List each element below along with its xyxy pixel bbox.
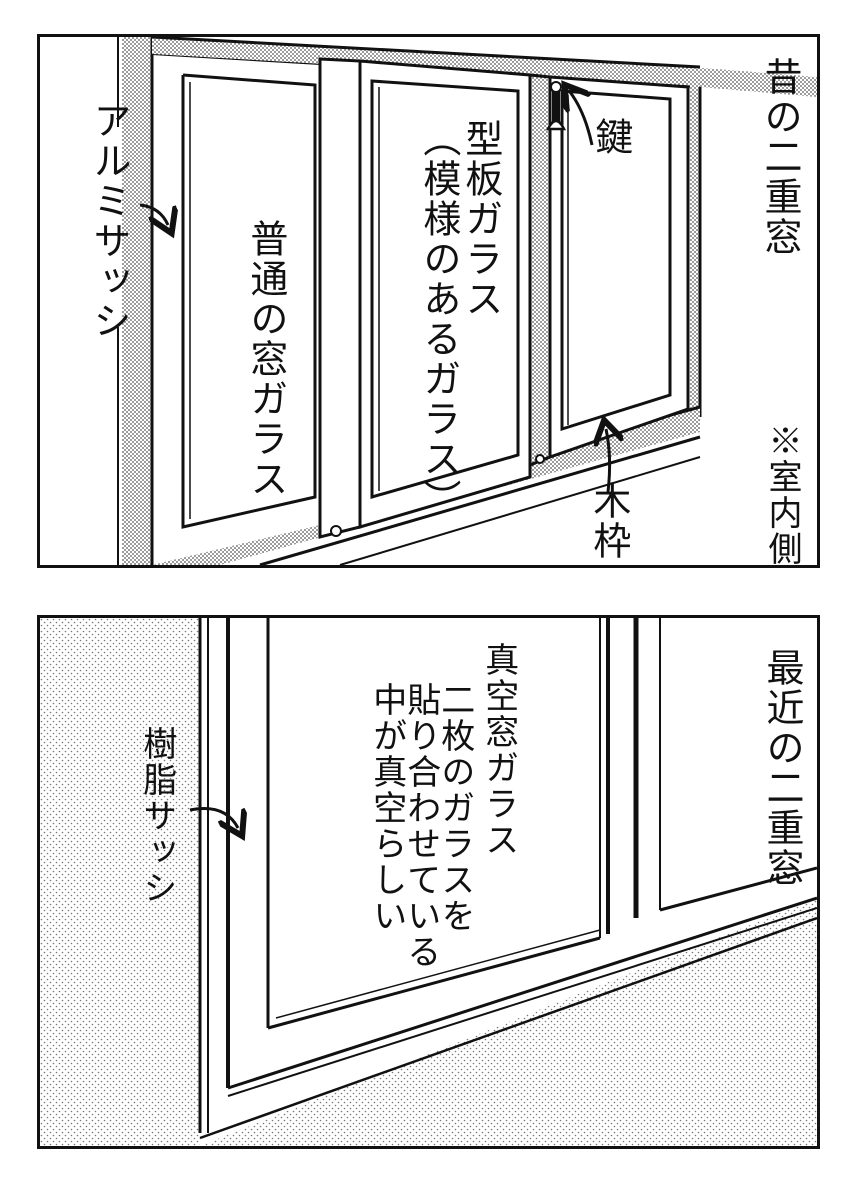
label-wood-frame: 木枠 xyxy=(586,481,631,561)
label-patterned-glass-desc: （模様のあるガラス） xyxy=(416,119,461,519)
panel-old-double-window: 昔の二重窓 ※室内側 アルミサッシ 普通の窓ガラス 型板ガラス （模様のあるガラ… xyxy=(37,34,820,568)
vacuum-desc-line1: 二枚のガラスを xyxy=(434,682,475,934)
panel-title: 昔の二重窓 xyxy=(758,57,802,257)
panel-recent-double-window: 最近の二重窓 樹脂サッシ 真空窓ガラス 二枚のガラスを 貼り合わせている 中が真… xyxy=(37,615,820,1149)
lock-icon xyxy=(545,81,567,131)
panel-title: 最近の二重窓 xyxy=(760,648,804,888)
label-aluminum-sash: アルミサッシ xyxy=(86,101,131,341)
recent-window-illustration xyxy=(40,618,817,1146)
label-lock: 鍵 xyxy=(588,117,633,157)
indoor-side-note: ※室内側 xyxy=(762,423,802,567)
vacuum-desc-line2: 貼り合わせている xyxy=(400,682,441,970)
label-regular-glass: 普通の窓ガラス xyxy=(243,219,288,499)
label-vacuum-glass: 真空窓ガラス xyxy=(478,642,519,858)
old-window-illustration xyxy=(117,37,817,565)
label-resin-sash: 樹脂サッシ xyxy=(136,726,177,906)
label-patterned-glass: 型板ガラス xyxy=(458,119,503,319)
vacuum-desc-line3: 中が真空らしい xyxy=(366,682,407,934)
